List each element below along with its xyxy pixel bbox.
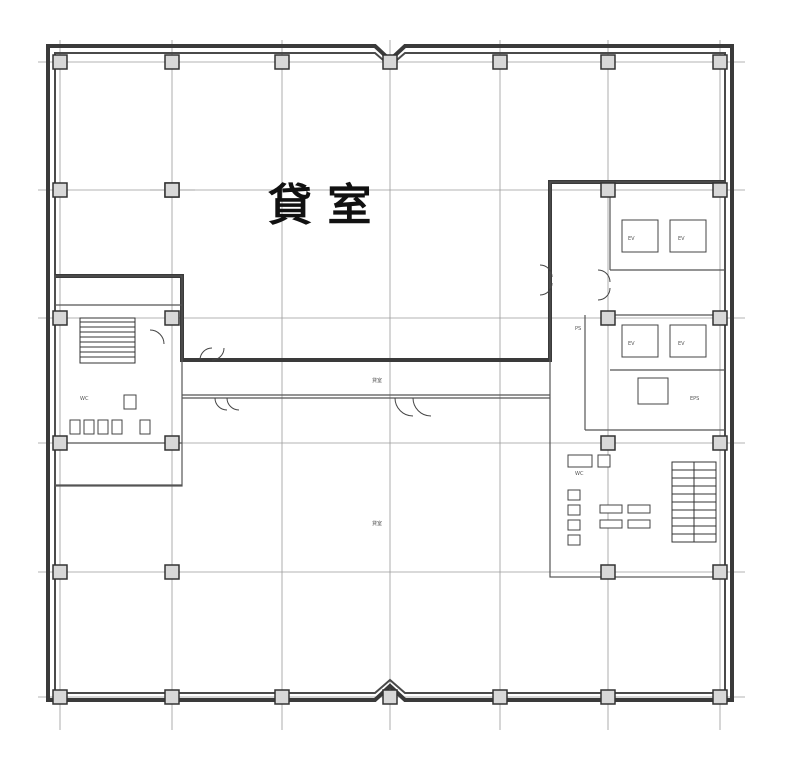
restroom-stalls bbox=[567, 454, 651, 546]
left-stair bbox=[79, 317, 136, 364]
room-label: PS bbox=[575, 326, 581, 332]
room-label: EV bbox=[628, 341, 635, 347]
right-stair bbox=[671, 461, 717, 543]
room-label: EV bbox=[678, 341, 685, 347]
doors bbox=[149, 264, 611, 417]
right-core bbox=[549, 181, 726, 578]
room-label: WC bbox=[80, 396, 89, 402]
room-label: WC bbox=[575, 471, 584, 477]
elevator-bank-upper bbox=[621, 219, 707, 253]
left-core bbox=[54, 275, 183, 487]
interior-column bbox=[150, 182, 195, 198]
room-label: EPS bbox=[690, 396, 699, 402]
room-label: EV bbox=[628, 236, 635, 242]
room-label: 貸室 bbox=[372, 377, 382, 384]
room-labels: 貸室 貸室 EV EV EV EV WC WC PS EPS bbox=[80, 236, 699, 527]
room-label: 貸室 bbox=[372, 520, 382, 527]
columns bbox=[52, 54, 728, 705]
elevator-bank-lower bbox=[621, 324, 707, 405]
tenant-room-label: 貸 室 bbox=[268, 180, 371, 231]
room-label: EV bbox=[678, 236, 685, 242]
